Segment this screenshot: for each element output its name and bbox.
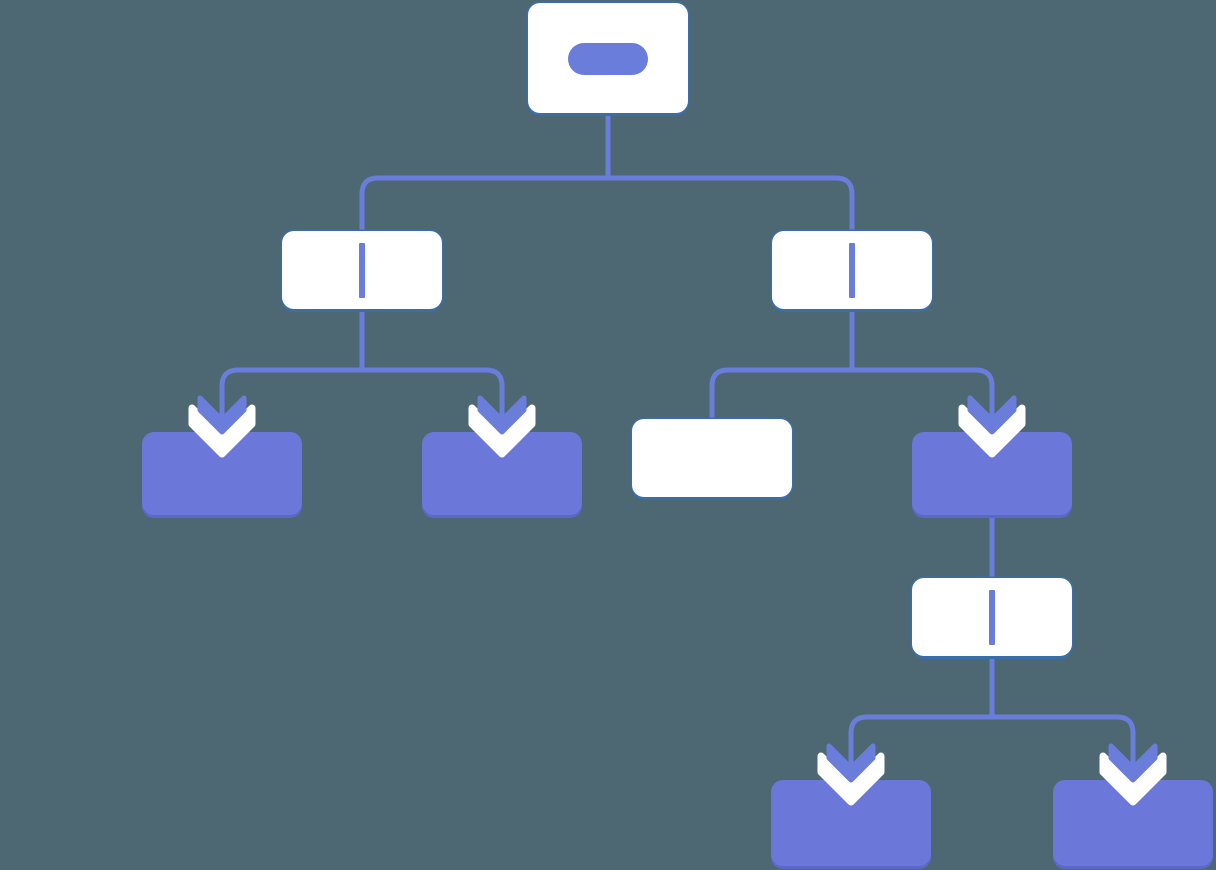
edge-n2-n5 (359, 309, 505, 432)
edge-n8-n9 (848, 656, 995, 780)
edge-n3-n6 (709, 309, 855, 419)
placeholder-bar-n2 (359, 243, 365, 298)
placeholder-pill-n1 (568, 43, 648, 75)
node-n10[interactable] (1053, 780, 1213, 866)
placeholder-bar-n3 (849, 243, 855, 298)
edge-n1-n3 (605, 113, 855, 231)
node-n9[interactable] (771, 780, 931, 866)
edge-n2-n4 (219, 309, 365, 432)
node-n5[interactable] (422, 432, 582, 515)
node-n7[interactable] (912, 432, 1072, 515)
node-n4[interactable] (142, 432, 302, 515)
edge-n3-n7 (849, 309, 995, 432)
node-n6[interactable] (632, 419, 792, 497)
edge-n1-n2 (359, 113, 611, 231)
placeholder-bar-n8 (989, 590, 995, 645)
edge-n8-n10 (989, 656, 1136, 780)
